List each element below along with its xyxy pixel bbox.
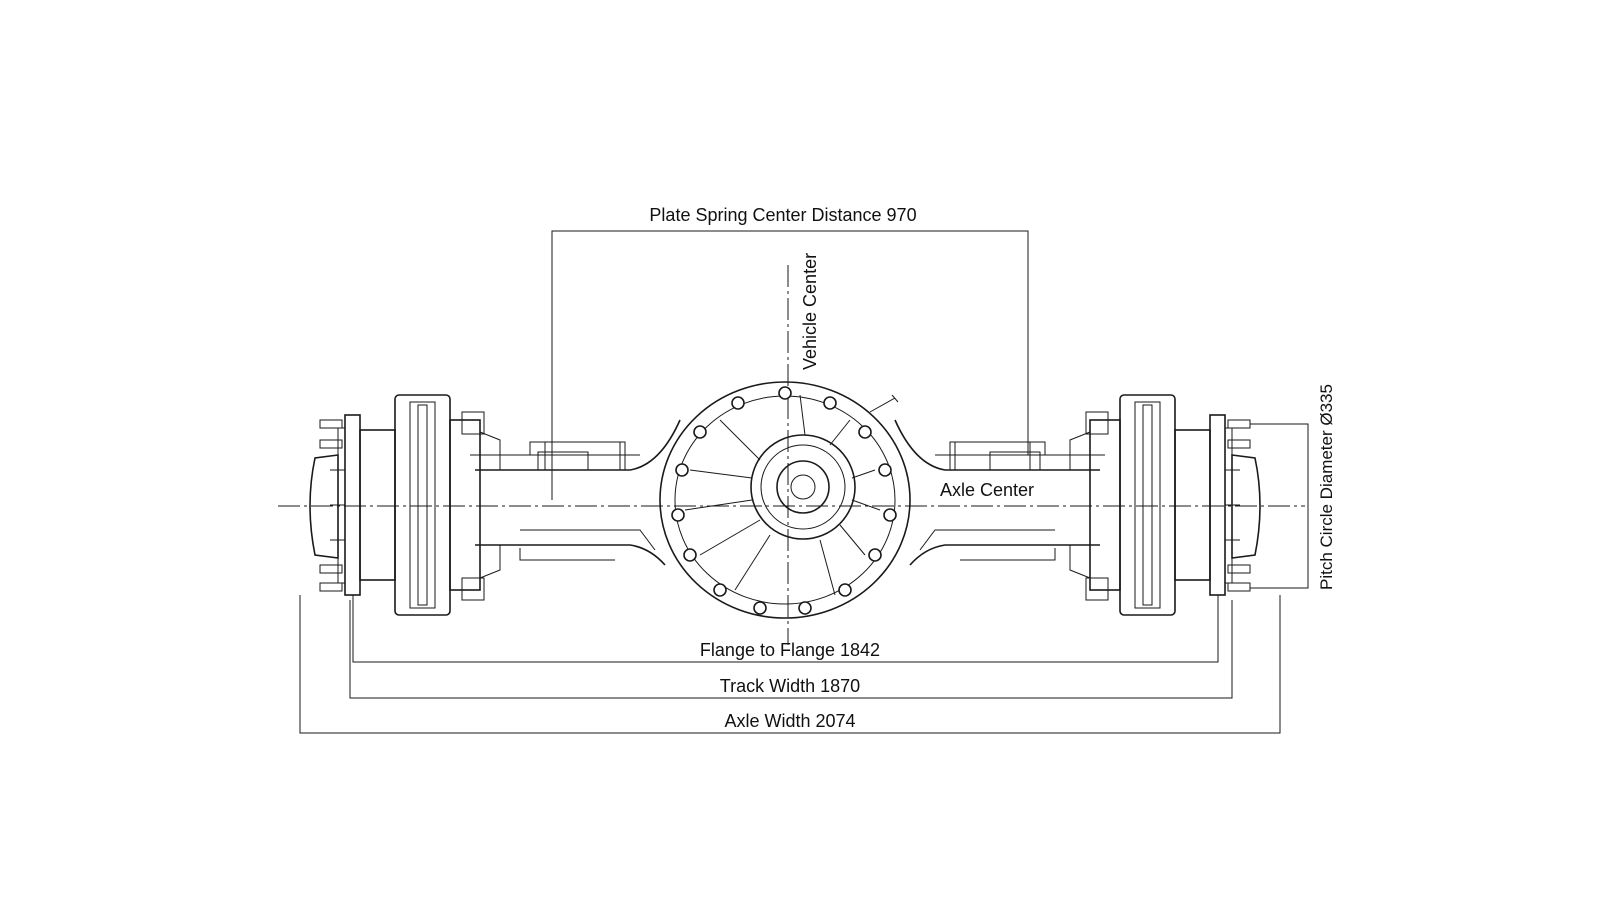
pitch-circle-dimension: Pitch Circle Diameter Ø335: [1250, 384, 1336, 590]
axle-center-label: Axle Center: [940, 480, 1034, 500]
pitch-circle-label: Pitch Circle Diameter Ø335: [1317, 384, 1336, 590]
vehicle-center-label: Vehicle Center: [800, 253, 820, 370]
right-wheel-end: [1069, 394, 1261, 616]
axle-width-label: Axle Width 2074: [724, 711, 855, 731]
plate-spring-dimension: Plate Spring Center Distance 970: [551, 205, 1029, 500]
left-wheel-end: [309, 394, 501, 616]
plate-spring-label: Plate Spring Center Distance 970: [649, 205, 916, 225]
flange-to-flange-dimension: Flange to Flange 1842: [352, 595, 1219, 663]
differential-housing: [659, 381, 911, 619]
flange-to-flange-label: Flange to Flange 1842: [700, 640, 880, 660]
track-width-dimension: Track Width 1870: [349, 600, 1233, 699]
axle-housing: [470, 419, 1105, 566]
axle-width-dimension: Axle Width 2074: [299, 595, 1281, 734]
track-width-label: Track Width 1870: [720, 676, 860, 696]
